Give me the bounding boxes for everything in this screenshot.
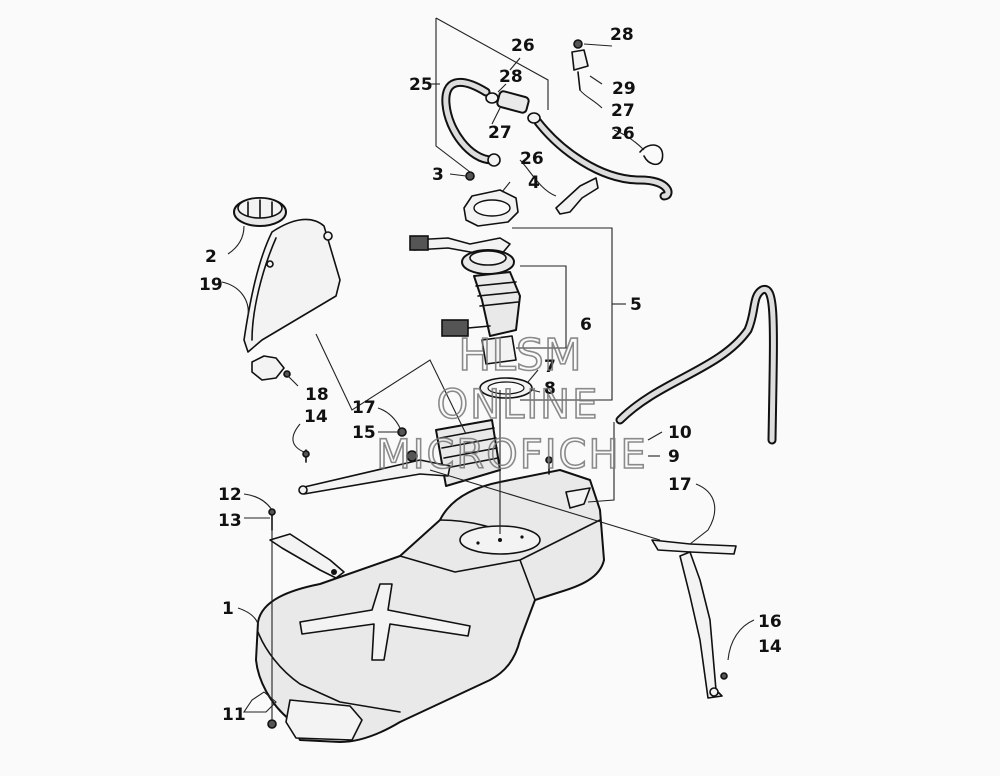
fuel-cap-part — [233, 197, 287, 227]
callout-28: 28 — [610, 25, 634, 45]
callout-15: 15 — [352, 423, 376, 443]
callout-27: 27 — [611, 101, 635, 121]
callout-2: 2 — [205, 247, 217, 267]
callout-18: 17 — [352, 398, 376, 418]
leader-lines — [221, 17, 755, 720]
hose-bracket-part — [555, 177, 599, 215]
callout-29: 29 — [612, 79, 636, 99]
callout-21: 25 — [409, 75, 433, 95]
callout-8: 8 — [544, 379, 556, 399]
callout-22: 26 — [511, 36, 535, 56]
fuel-pump-assembly-part — [409, 235, 521, 365]
callout-25: 26 — [520, 149, 544, 169]
callout-14-lower: 14 — [758, 637, 782, 657]
vent-hose-part — [615, 284, 778, 445]
callout-19: 18 — [305, 385, 329, 405]
callout-7: 7 — [544, 357, 556, 377]
callout-11: 11 — [222, 705, 246, 725]
callout-labels: 28 26 28 25 29 27 27 26 26 3 4 2 19 5 6 … — [199, 25, 782, 725]
callout-6: 6 — [580, 315, 592, 335]
callout-4: 4 — [528, 173, 540, 193]
callout-14-upper: 14 — [304, 407, 328, 427]
hose-clamp-part — [639, 144, 664, 166]
callout-5: 5 — [630, 295, 642, 315]
callout-17: 17 — [668, 475, 692, 495]
upper-bolt-part — [571, 39, 589, 91]
watermark-line-2: ONLINE — [437, 382, 600, 428]
watermark-line-3: MICROFICHE — [376, 432, 648, 478]
callout-20: 19 — [199, 275, 223, 295]
pump-seal-ring-part — [479, 377, 533, 399]
callout-12: 12 — [218, 485, 242, 505]
rear-strap-part — [651, 539, 737, 699]
callout-24: 28 — [499, 67, 523, 87]
callout-16: 16 — [758, 612, 782, 632]
cap-tether-part — [243, 218, 341, 381]
pump-gasket-part — [463, 189, 519, 227]
callout-26: 26 — [611, 124, 635, 144]
callout-9: 9 — [668, 447, 680, 467]
callout-1: 1 — [222, 599, 234, 619]
mount-bracket-part — [269, 533, 345, 579]
callout-13: 13 — [218, 511, 242, 531]
fuel-tank-part — [255, 469, 605, 743]
fuel-hose-part — [441, 78, 673, 201]
callout-3: 3 — [432, 165, 444, 185]
callout-23: 27 — [488, 123, 512, 143]
watermark: HLSM ONLINE MICROFICHE — [375, 329, 648, 479]
callout-10: 10 — [668, 423, 692, 443]
watermark-line-1: HLSM — [458, 330, 582, 381]
